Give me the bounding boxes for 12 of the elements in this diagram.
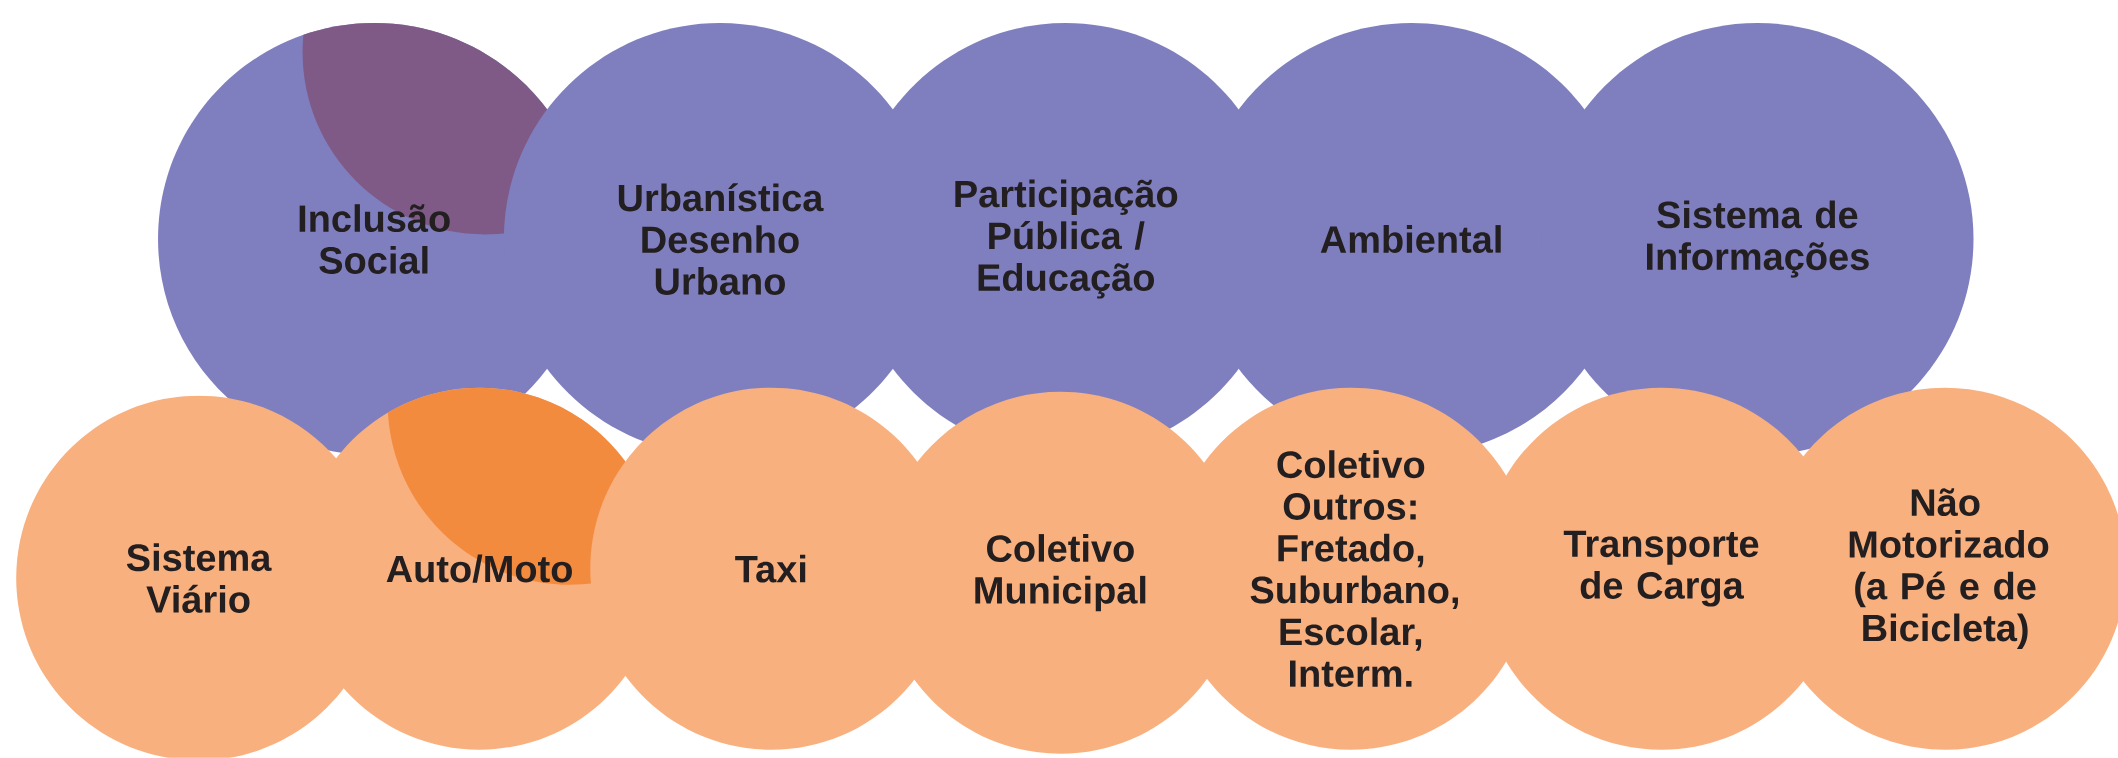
node-label: Não Motorizado (a Pé e de Bicicleta) [1849,488,2049,650]
node-label: Participação Pública / Educação [955,179,1178,299]
node-label: Coletivo Municipal [975,534,1146,612]
node-label: Sistema Viário [126,543,272,614]
circle-node: Sistema de Informações [1541,23,1974,456]
node-label: Sistema de Informações [1646,200,1869,278]
node-label: Inclusão Social [299,204,450,275]
node-label: Transporte de Carga [1563,530,1759,607]
node-label: Ambiental [1320,225,1501,254]
node-label: Taxi [735,554,806,583]
circle-node: Coletivo Outros: Fretado, Suburbano, Escolar, Interm. [1169,387,1532,750]
node-label: Urbanística Desenho Urbano [618,183,824,296]
